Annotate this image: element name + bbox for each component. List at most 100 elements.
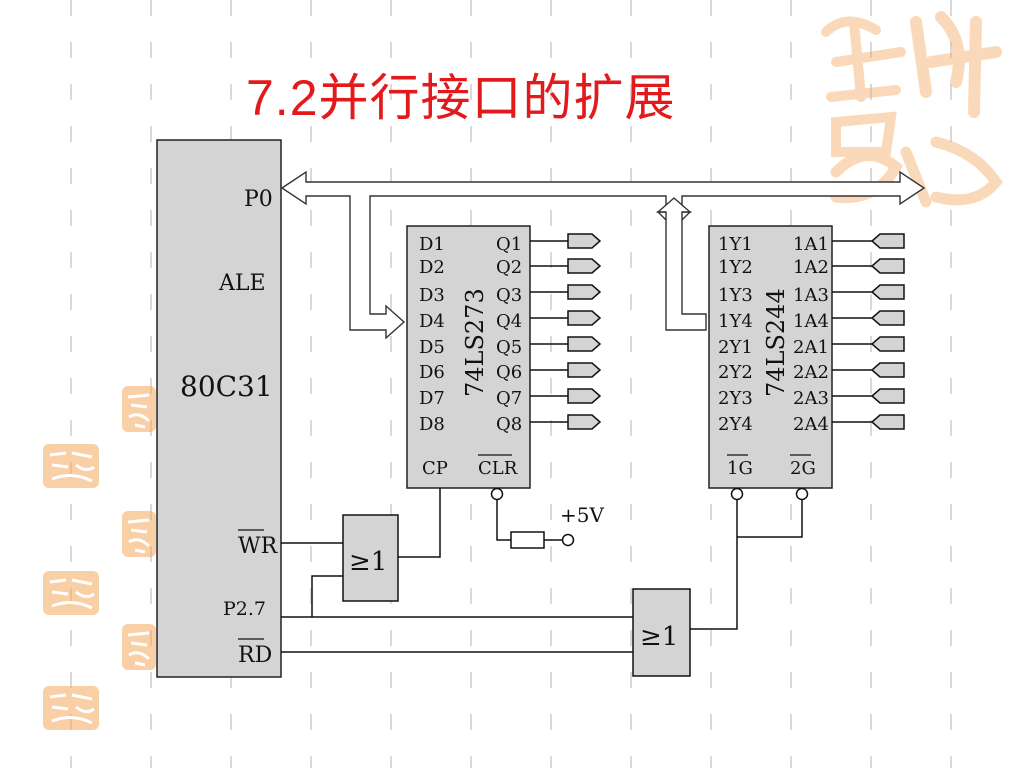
power-label: +5V (560, 503, 604, 527)
latch-chip (406, 225, 531, 489)
input-connector-icon (870, 284, 905, 300)
buffer-chip (708, 225, 833, 489)
seal-stamp-icon (122, 511, 156, 557)
mcu-pin-ale: ALE (218, 271, 266, 296)
seal-stamp-6 (42, 685, 100, 731)
buffer-a-pin: 1A2 (793, 257, 829, 278)
watermark-large (806, 2, 1016, 212)
watermark-large-icon (821, 11, 1003, 208)
mcu-pin-rd: RD (238, 643, 272, 668)
latch-d-pins: D1 D2 D3 D4 D5 D6 D7 D8 (419, 234, 445, 435)
buffer-a-pin: 1A3 (793, 285, 829, 306)
slide-title: 7.2并行接口的扩展 (246, 58, 676, 130)
mcu-chip (156, 139, 282, 678)
seal-stamp-icon (122, 624, 156, 670)
mcu-pin-p27: P2.7 (223, 598, 266, 620)
seal-stamp-3 (121, 510, 157, 558)
seal-stamp-5 (121, 623, 157, 671)
buffer-pin-1g: 1G (727, 458, 753, 479)
buffer-y-pin: 2Y3 (718, 388, 753, 409)
seal-stamp-icon (122, 386, 156, 432)
buffer-y-pins: 1Y1 1Y2 1Y3 1Y4 2Y1 2Y2 2Y3 2Y4 (718, 234, 753, 435)
seal-stamp-4 (42, 570, 100, 616)
seal-stamp-1 (121, 385, 157, 433)
latch-q-pin: Q6 (496, 362, 522, 383)
buffer-y-pin: 1Y3 (718, 285, 753, 306)
buffer-y-pin: 1Y2 (718, 257, 753, 278)
input-connector-icon (870, 362, 905, 378)
output-connector-icon (567, 258, 602, 274)
clr-wire (496, 500, 511, 541)
output-connector-icon (567, 388, 602, 404)
buffer-y-pin: 2Y4 (718, 414, 753, 435)
g1-inversion-bubble (730, 487, 744, 501)
title-number: 7.2 (246, 70, 319, 126)
latch-d-pin: D4 (419, 311, 445, 332)
latch-d-pin: D2 (419, 257, 445, 278)
buffer-a-pin: 2A1 (793, 337, 829, 358)
seal-stamp-icon (43, 444, 99, 488)
latch-output-connectors (530, 233, 602, 430)
latch-q-pin: Q1 (496, 234, 522, 255)
write-gate-to-cp-wire (398, 488, 441, 558)
latch-q-pin: Q3 (496, 285, 522, 306)
output-connector-icon (567, 414, 602, 430)
buffer-input-connectors (832, 233, 905, 430)
buffer-y-pin: 2Y1 (718, 337, 753, 358)
bus-to-244-arrow (656, 197, 707, 331)
output-connector-icon (567, 362, 602, 378)
mcu-pin-wr: WR (238, 534, 279, 559)
buffer-y-pin: 2Y2 (718, 362, 753, 383)
buffer-a-pin: 2A4 (793, 414, 829, 435)
latch-pin-clr: CLR (478, 458, 518, 479)
clr-inversion-bubble (490, 487, 504, 501)
g2-inversion-bubble (795, 487, 809, 501)
buffer-a-pin: 1A4 (793, 311, 829, 332)
mcu-pin-p0: P0 (244, 187, 273, 212)
buffer-a-pin: 2A2 (793, 362, 829, 383)
output-connector-icon (567, 284, 602, 300)
latch-q-pin: Q8 (496, 414, 522, 435)
input-connector-icon (870, 388, 905, 404)
or-gate-read (632, 588, 691, 677)
seal-stamp-icon (43, 686, 99, 730)
buffer-a-pin: 1A1 (793, 234, 829, 255)
buffer-y-pin: 1Y1 (718, 234, 753, 255)
or-gate-write (342, 514, 399, 602)
or-gate-read-label: ≥1 (640, 622, 678, 652)
input-connector-icon (870, 310, 905, 326)
mcu-label: 80C31 (180, 370, 273, 403)
latch-q-pin: Q5 (496, 337, 522, 358)
output-connector-icon (567, 336, 602, 352)
latch-d-pin: D5 (419, 337, 445, 358)
latch-d-pin: D1 (419, 234, 445, 255)
buffer-a-pin: 2A3 (793, 388, 829, 409)
latch-d-pin: D7 (419, 388, 445, 409)
input-connector-icon (870, 258, 905, 274)
latch-q-pin: Q2 (496, 257, 522, 278)
read-gate-to-1g-wire (690, 500, 738, 630)
p27-to-write-gate-wire (311, 575, 343, 617)
buffer-y-pin: 1Y4 (718, 311, 753, 332)
title-text: 并行接口的扩展 (318, 69, 676, 127)
input-connector-icon (870, 233, 905, 249)
1g-to-2g-wire (737, 500, 803, 538)
latch-d-pin: D6 (419, 362, 445, 383)
buffer-label: 74LS244 (762, 288, 790, 397)
output-connector-icon (567, 233, 602, 249)
seal-stamp-icon (43, 571, 99, 615)
latch-pin-cp: CP (422, 458, 448, 479)
seal-stamp-2 (42, 443, 100, 489)
or-gate-write-label: ≥1 (349, 547, 387, 577)
latch-q-pins: Q1 Q2 Q3 Q4 Q5 Q6 Q7 Q8 (496, 234, 522, 435)
buffer-pin-2g: 2G (790, 458, 816, 479)
latch-d-pin: D8 (419, 414, 445, 435)
latch-d-pin: D3 (419, 285, 445, 306)
buffer-a-pins: 1A1 1A2 1A3 1A4 2A1 2A2 2A3 2A4 (793, 234, 829, 435)
latch-q-pin: Q4 (496, 311, 522, 332)
resistor (510, 531, 545, 549)
latch-q-pin: Q7 (496, 388, 522, 409)
latch-label: 74LS273 (461, 288, 489, 397)
output-connector-icon (567, 310, 602, 326)
